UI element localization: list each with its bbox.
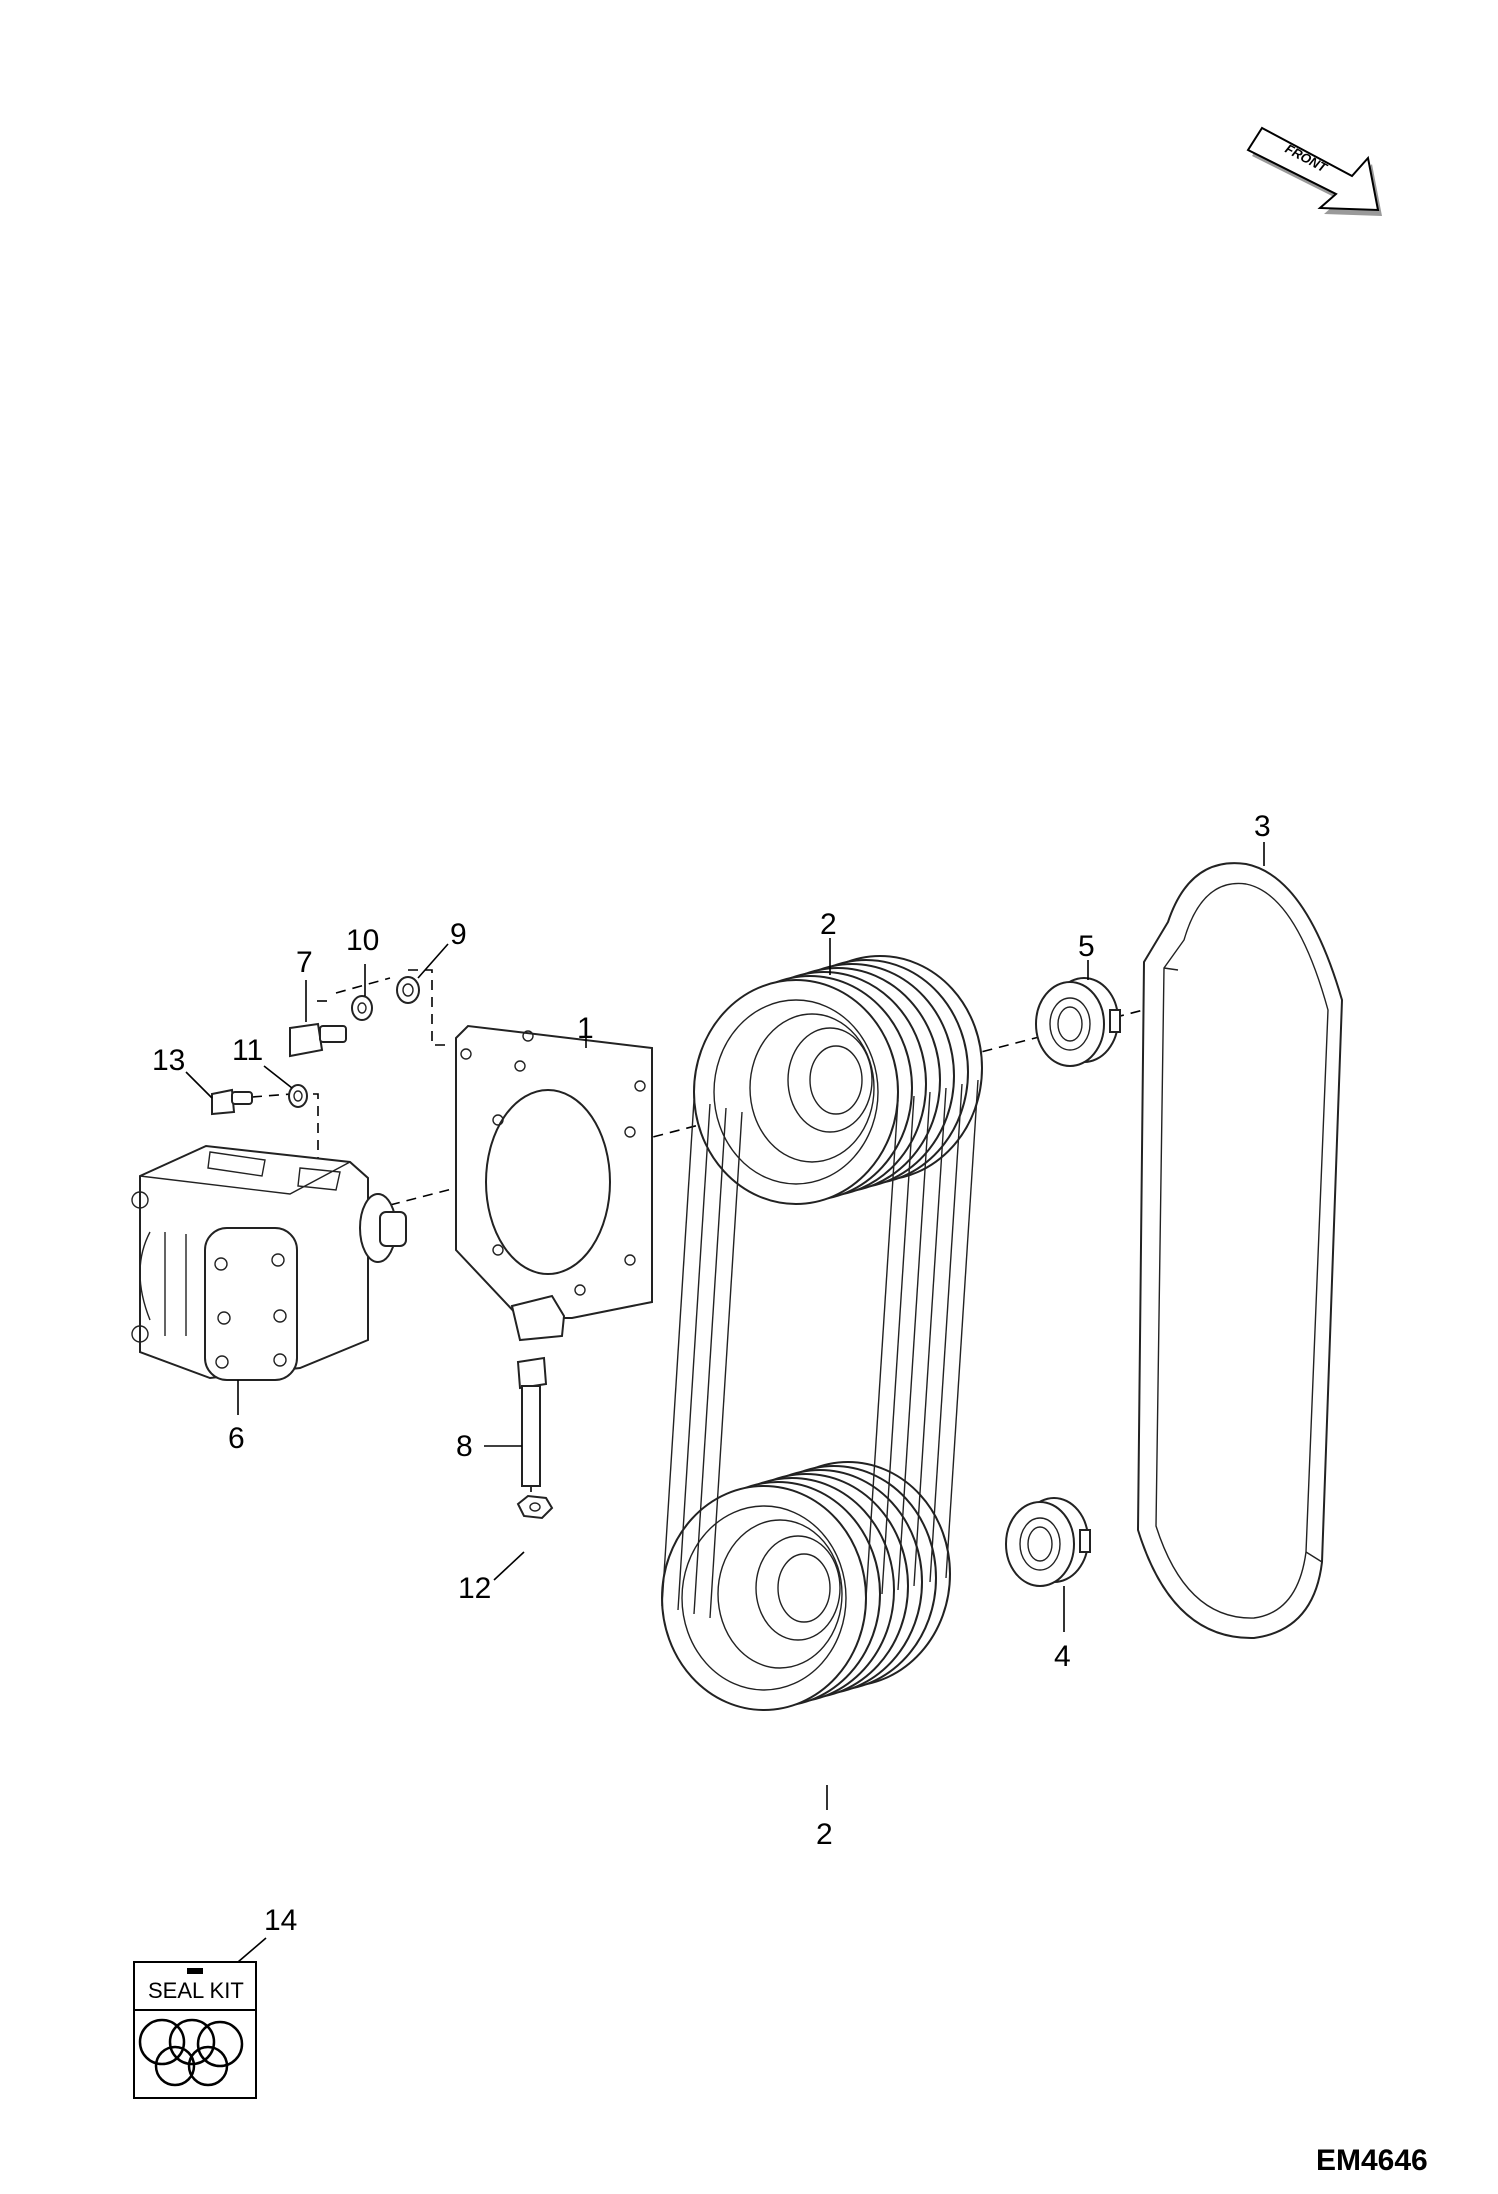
callout-1: 1: [577, 1012, 594, 1045]
belt-3: [1136, 862, 1344, 1640]
bolt-13: [211, 1088, 253, 1116]
callout-14: 14: [264, 1904, 297, 1937]
callout-12: 12: [458, 1572, 491, 1605]
bushing-4: [1005, 1497, 1091, 1587]
callout-2-bottom: 2: [816, 1818, 833, 1851]
leader-lines: [185, 842, 1265, 1963]
callout-3: 3: [1254, 810, 1271, 843]
nut-12: [516, 1494, 554, 1520]
mounting-plate: [455, 1024, 653, 1342]
callout-13: 13: [152, 1044, 185, 1077]
sheave-lower: [661, 1461, 951, 1711]
sheave-upper: [693, 955, 983, 1205]
hydraulic-pump: [131, 1144, 407, 1381]
callout-9: 9: [450, 918, 467, 951]
bushing-5: [1035, 977, 1121, 1067]
callout-11: 11: [232, 1034, 263, 1067]
callout-labels: 1 2 2 3 4 5 6 7 8 9 10 11 12 13 14: [152, 810, 1271, 1937]
callout-6: 6: [228, 1422, 245, 1455]
washer-10: [351, 995, 373, 1021]
seal-kit-label: SEAL KIT: [148, 1978, 244, 2003]
front-direction-arrow-icon: FRONT: [1246, 126, 1382, 216]
bolt-8: [516, 1356, 548, 1487]
o-rings-icon: [138, 2018, 244, 2087]
drawing-id: EM4646: [1316, 2144, 1428, 2177]
drive-belts: [661, 1079, 979, 1619]
callout-5: 5: [1078, 930, 1095, 963]
callout-8: 8: [456, 1430, 473, 1463]
callout-2-top: 2: [820, 908, 837, 941]
washer-9: [396, 976, 420, 1004]
callout-4: 4: [1054, 1640, 1071, 1673]
callout-10: 10: [346, 924, 379, 957]
callout-7: 7: [296, 946, 313, 979]
seal-kit: SEAL KIT: [133, 1961, 257, 2099]
bolt-7: [289, 1022, 347, 1058]
washer-11: [288, 1084, 308, 1108]
